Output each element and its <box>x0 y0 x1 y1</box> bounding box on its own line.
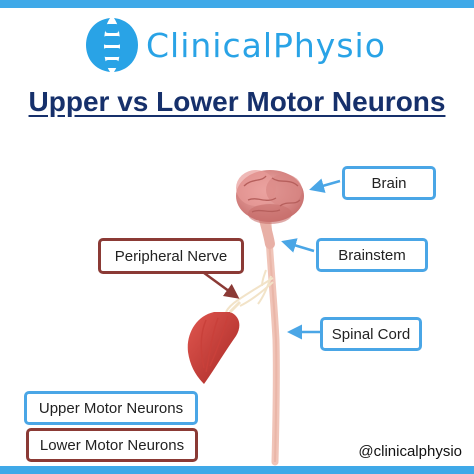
peripheral-nerve-label: Peripheral Nerve <box>98 238 244 274</box>
brain-label: Brain <box>342 166 436 200</box>
peripheral-nerve-label-text: Peripheral Nerve <box>114 247 228 265</box>
brand-name: ClinicalPhysio <box>146 26 386 65</box>
top-accent-bar <box>0 0 474 8</box>
muscle-shape <box>187 300 242 384</box>
spinal-cord-label-text: Spinal Cord <box>331 325 411 343</box>
brainstem-arrow <box>281 238 315 253</box>
bottom-accent-bar <box>0 466 474 474</box>
peripheral-nerve-arrow <box>199 268 240 299</box>
brain-shape <box>236 170 304 224</box>
legend-lower-text: Lower Motor Neurons <box>39 436 185 454</box>
brainstem-label-text: Brainstem <box>338 246 406 264</box>
legend-lower-motor-neurons: Lower Motor Neurons <box>26 428 198 462</box>
legend-upper-text: Upper Motor Neurons <box>38 399 184 417</box>
brand-logo: ClinicalPhysio <box>84 16 394 74</box>
peripheral-nerve-shape <box>225 269 274 313</box>
brainstem-label: Brainstem <box>316 238 428 272</box>
social-handle: @clinicalphysio <box>358 443 462 460</box>
legend-upper-motor-neurons: Upper Motor Neurons <box>24 391 198 425</box>
spinal-cord-label: Spinal Cord <box>320 317 422 351</box>
brain-arrow <box>309 178 341 193</box>
spine-logo-icon <box>86 18 138 72</box>
page-title: Upper vs Lower Motor Neurons <box>28 86 446 117</box>
brain-label-text: Brain <box>371 174 407 192</box>
